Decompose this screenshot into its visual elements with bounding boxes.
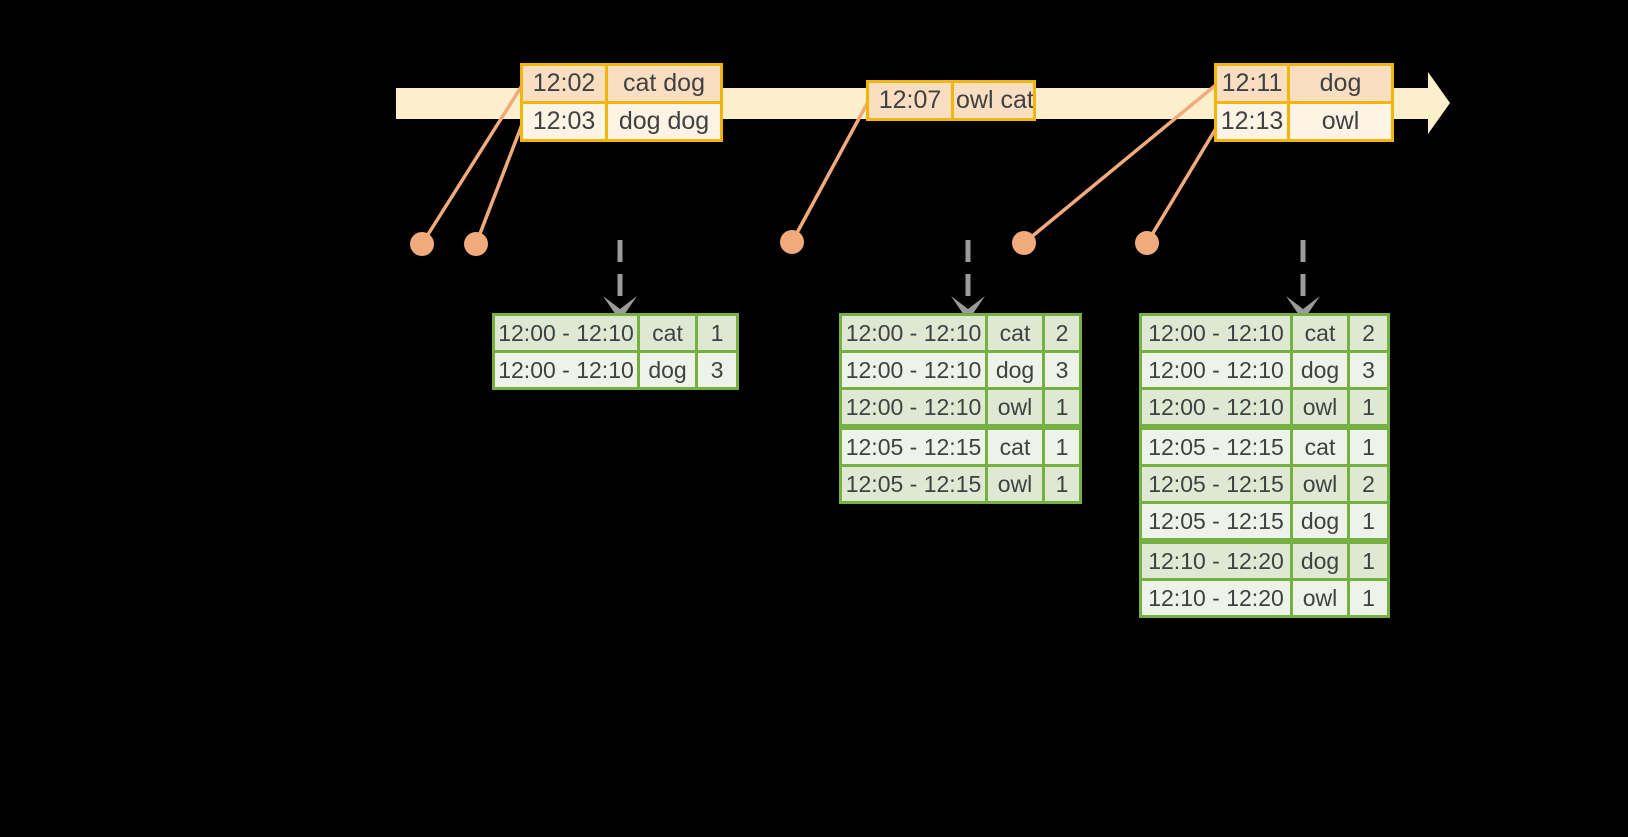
count-cell: 1 bbox=[1347, 387, 1390, 429]
result-row: 12:00 - 12:10 dog 3 bbox=[839, 350, 1082, 390]
window-cell: 12:00 - 12:10 bbox=[1139, 350, 1293, 390]
event-dot bbox=[780, 230, 804, 254]
trigger-arrow-icon bbox=[1286, 240, 1320, 321]
event-time-cell: 12:07 bbox=[866, 80, 954, 121]
count-cell: 3 bbox=[1347, 350, 1390, 390]
word-cell: dog bbox=[1290, 538, 1350, 581]
event-time-cell: 12:13 bbox=[1214, 101, 1290, 142]
result-row: 12:05 - 12:15 owl 2 bbox=[1139, 464, 1390, 504]
result-row: 12:05 - 12:15 owl 1 bbox=[839, 464, 1082, 504]
event-time-cell: 12:03 bbox=[520, 101, 608, 142]
word-cell: cat bbox=[1290, 424, 1350, 467]
event-row: 12:07 owl cat bbox=[866, 80, 1036, 121]
result-row: 12:00 - 12:10 cat 2 bbox=[1139, 313, 1390, 353]
window-cell: 12:00 - 12:10 bbox=[492, 313, 640, 353]
result-row: 12:00 - 12:10 cat 2 bbox=[839, 313, 1082, 353]
event-connector-line bbox=[1145, 124, 1220, 244]
count-cell: 1 bbox=[1347, 424, 1390, 467]
event-connector-line bbox=[790, 99, 871, 243]
event-row: 12:11 dog bbox=[1214, 63, 1394, 104]
event-words-cell: owl cat bbox=[951, 80, 1036, 121]
count-cell: 1 bbox=[1347, 501, 1390, 543]
event-words-cell: dog dog bbox=[605, 101, 723, 142]
word-cell: dog bbox=[1290, 350, 1350, 390]
event-words-cell: owl bbox=[1287, 101, 1394, 142]
timeline-arrowhead-icon bbox=[1428, 72, 1450, 134]
event-connector-line bbox=[1022, 82, 1219, 245]
count-cell: 2 bbox=[1347, 313, 1390, 353]
count-cell: 1 bbox=[695, 313, 739, 353]
word-cell: cat bbox=[1290, 313, 1350, 353]
word-cell: owl bbox=[985, 464, 1045, 504]
event-connector-line bbox=[474, 121, 525, 245]
count-cell: 3 bbox=[695, 350, 739, 390]
event-table-3: 12:11 dog 12:13 owl bbox=[1214, 63, 1394, 142]
event-dot bbox=[1135, 231, 1159, 255]
word-cell: dog bbox=[637, 350, 698, 390]
result-row: 12:00 - 12:10 dog 3 bbox=[492, 350, 739, 390]
word-cell: owl bbox=[1290, 464, 1350, 504]
word-cell: owl bbox=[1290, 578, 1350, 618]
window-cell: 12:05 - 12:15 bbox=[1139, 464, 1293, 504]
event-time-cell: 12:11 bbox=[1214, 63, 1290, 104]
result-row: 12:05 - 12:15 cat 1 bbox=[839, 424, 1082, 467]
event-words-cell: cat dog bbox=[605, 63, 723, 104]
word-cell: dog bbox=[1290, 501, 1350, 543]
word-cell: dog bbox=[985, 350, 1045, 390]
window-cell: 12:10 - 12:20 bbox=[1139, 578, 1293, 618]
window-cell: 12:00 - 12:10 bbox=[839, 313, 988, 353]
trigger-arrow-icon bbox=[951, 240, 985, 321]
event-table-1: 12:02 cat dog 12:03 dog dog bbox=[520, 63, 723, 142]
word-cell: owl bbox=[1290, 387, 1350, 429]
result-row: 12:00 - 12:10 owl 1 bbox=[839, 387, 1082, 429]
result-row: 12:10 - 12:20 dog 1 bbox=[1139, 538, 1390, 581]
window-cell: 12:00 - 12:10 bbox=[492, 350, 640, 390]
window-cell: 12:05 - 12:15 bbox=[1139, 501, 1293, 543]
trigger-arrow-icon bbox=[603, 240, 637, 321]
event-dot bbox=[1012, 231, 1036, 255]
count-cell: 2 bbox=[1042, 313, 1082, 353]
count-cell: 1 bbox=[1042, 424, 1082, 467]
result-row: 12:05 - 12:15 cat 1 bbox=[1139, 424, 1390, 467]
event-row: 12:02 cat dog bbox=[520, 63, 723, 104]
window-cell: 12:00 - 12:10 bbox=[1139, 313, 1293, 353]
window-cell: 12:05 - 12:15 bbox=[839, 464, 988, 504]
count-cell: 2 bbox=[1347, 464, 1390, 504]
window-cell: 12:05 - 12:15 bbox=[1139, 424, 1293, 467]
event-dot bbox=[410, 232, 434, 256]
window-cell: 12:00 - 12:10 bbox=[839, 350, 988, 390]
count-cell: 3 bbox=[1042, 350, 1082, 390]
window-cell: 12:10 - 12:20 bbox=[1139, 538, 1293, 581]
result-table-1: 12:00 - 12:10 cat 1 12:00 - 12:10 dog 3 bbox=[492, 313, 739, 390]
event-row: 12:03 dog dog bbox=[520, 101, 723, 142]
event-connector-line bbox=[420, 83, 525, 245]
event-words-cell: dog bbox=[1287, 63, 1394, 104]
result-table-3: 12:00 - 12:10 cat 2 12:00 - 12:10 dog 3 … bbox=[1139, 313, 1390, 618]
window-cell: 12:00 - 12:10 bbox=[839, 387, 988, 429]
event-time-cell: 12:02 bbox=[520, 63, 608, 104]
result-row: 12:05 - 12:15 dog 1 bbox=[1139, 501, 1390, 543]
window-cell: 12:05 - 12:15 bbox=[839, 424, 988, 467]
event-row: 12:13 owl bbox=[1214, 101, 1394, 142]
event-dot bbox=[464, 232, 488, 256]
result-row: 12:00 - 12:10 cat 1 bbox=[492, 313, 739, 353]
word-cell: owl bbox=[985, 387, 1045, 429]
count-cell: 1 bbox=[1042, 464, 1082, 504]
count-cell: 1 bbox=[1042, 387, 1082, 429]
word-cell: cat bbox=[985, 313, 1045, 353]
result-table-2: 12:00 - 12:10 cat 2 12:00 - 12:10 dog 3 … bbox=[839, 313, 1082, 504]
word-cell: cat bbox=[637, 313, 698, 353]
result-row: 12:00 - 12:10 dog 3 bbox=[1139, 350, 1390, 390]
event-table-2: 12:07 owl cat bbox=[866, 80, 1036, 121]
count-cell: 1 bbox=[1347, 538, 1390, 581]
count-cell: 1 bbox=[1347, 578, 1390, 618]
result-row: 12:00 - 12:10 owl 1 bbox=[1139, 387, 1390, 429]
result-row: 12:10 - 12:20 owl 1 bbox=[1139, 578, 1390, 618]
word-cell: cat bbox=[985, 424, 1045, 467]
window-cell: 12:00 - 12:10 bbox=[1139, 387, 1293, 429]
